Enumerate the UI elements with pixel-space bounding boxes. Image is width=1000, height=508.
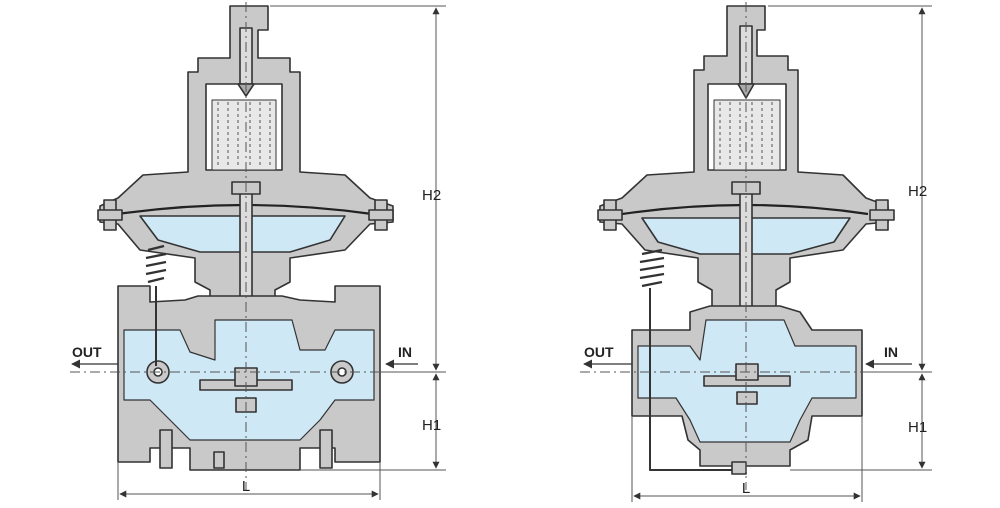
left-out-label: OUT <box>72 344 102 360</box>
left-valve <box>97 5 394 471</box>
right-dim-l: L <box>742 480 750 497</box>
left-dim-h2: H2 <box>422 187 441 204</box>
left-dim-h1: H1 <box>422 417 441 434</box>
left-in-label: IN <box>398 344 412 360</box>
right-dim-h2: H2 <box>908 183 927 200</box>
right-dim-h1: H1 <box>908 419 927 436</box>
left-dim-l: L <box>242 478 250 495</box>
right-in-label: IN <box>884 344 898 360</box>
right-out-label: OUT <box>584 344 614 360</box>
